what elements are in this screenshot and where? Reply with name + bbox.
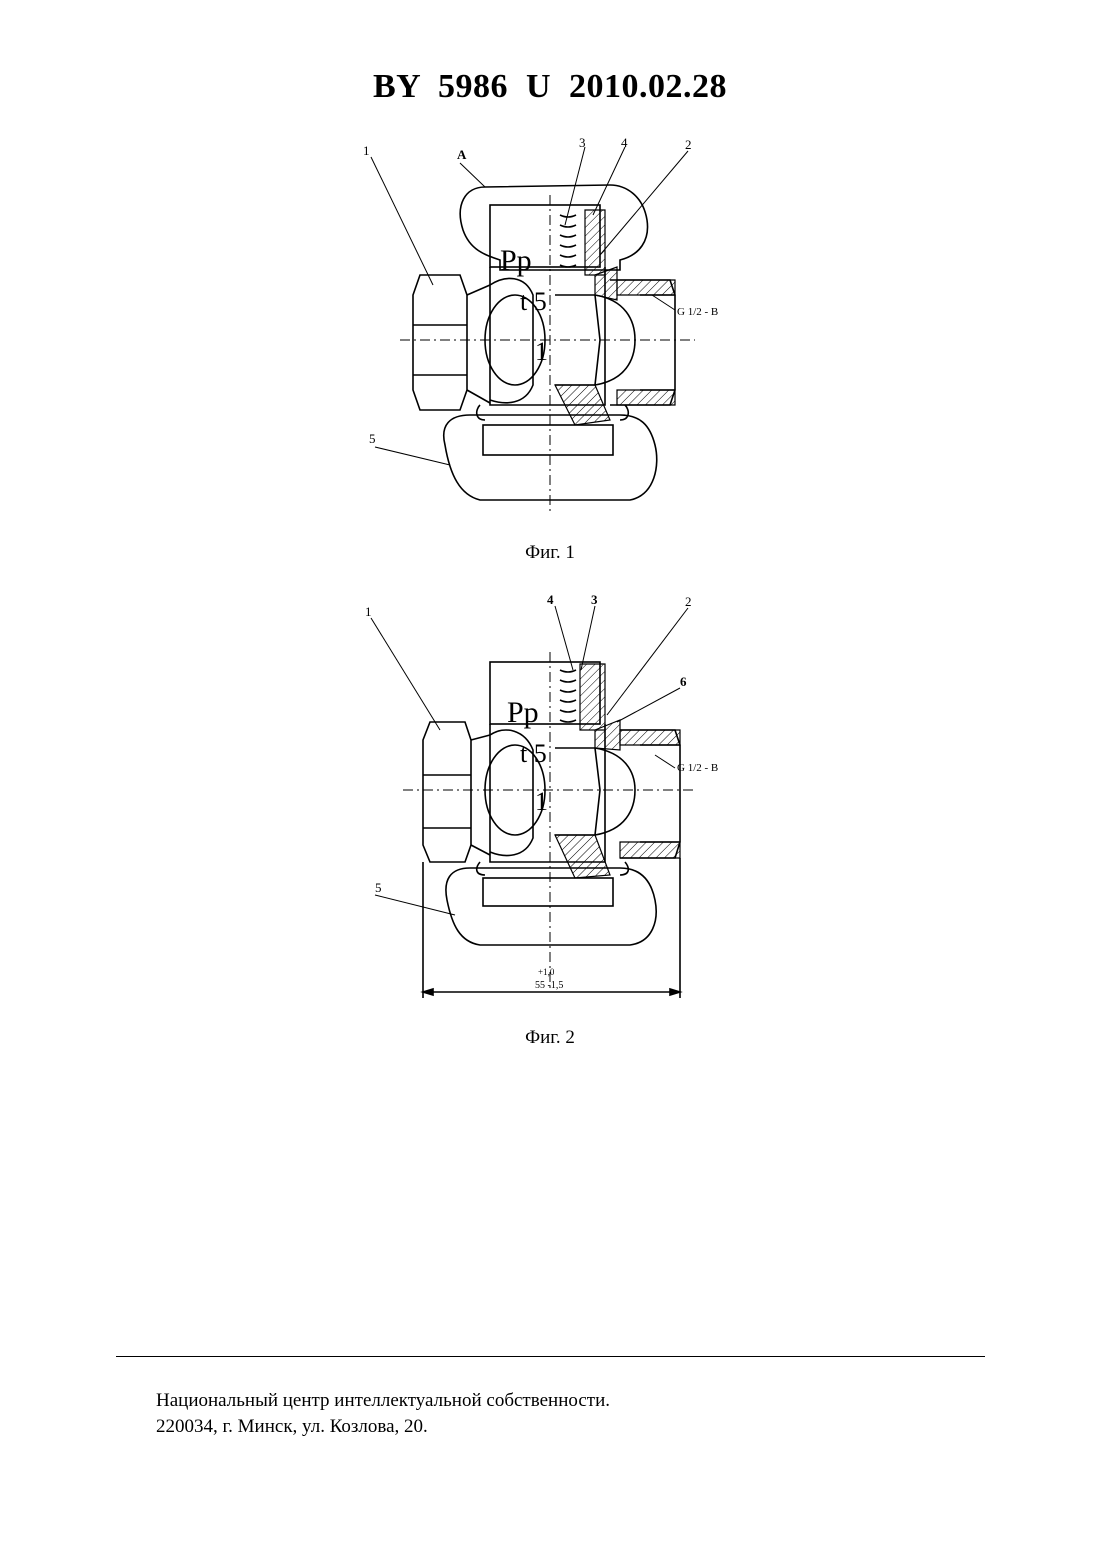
footer-line-1: Национальный центр интеллектуальной собс…	[156, 1388, 610, 1414]
fig2-label-1: 1	[365, 604, 372, 619]
fig1-label-1: 1	[363, 143, 370, 158]
fig1-label-2: 2	[685, 137, 692, 152]
fig2-label-4: 4	[547, 592, 554, 607]
figure-2: Pp t 5 1 1 4 3 2 6 5 G 1/2 - B +1,0 55 -…	[355, 590, 755, 1000]
fig2-dim-tol: +1,0	[538, 967, 555, 977]
fig1-label-5: 5	[369, 431, 376, 446]
fig1-body-pp: Pp	[500, 244, 532, 277]
figure-2-drawing: Pp t 5 1 1 4 3 2 6 5 G 1/2 - B +1,0 55 -…	[355, 590, 755, 1000]
document-header: BY 5986 U 2010.02.28	[0, 68, 1100, 106]
footer-line-2: 220034, г. Минск, ул. Козлова, 20.	[156, 1414, 610, 1440]
figure-2-caption: Фиг. 2	[0, 1027, 1100, 1049]
footer: Национальный центр интеллектуальной собс…	[156, 1388, 610, 1440]
fig1-label-4: 4	[621, 135, 628, 150]
fig2-label-3: 3	[591, 592, 598, 607]
fig1-label-a: А	[457, 147, 467, 162]
fig2-label-thread: G 1/2 - B	[677, 762, 718, 774]
figure-1-drawing: Pp t 5 1 1 А 3 4 2 5 G 1/2 - B	[355, 135, 755, 520]
fig1-body-t: t 5	[520, 287, 547, 316]
fig2-label-5: 5	[375, 880, 382, 895]
fig2-body-t: t 5	[520, 739, 547, 768]
footer-divider	[116, 1356, 985, 1357]
figure-1-caption: Фиг. 1	[0, 542, 1100, 564]
fig1-label-thread: G 1/2 - B	[677, 306, 718, 318]
fig2-body-pp: Pp	[507, 696, 539, 729]
fig1-body-one: 1	[535, 337, 548, 366]
fig2-dim-value: 55 -1,5	[535, 980, 563, 991]
fig1-label-3: 3	[579, 135, 586, 150]
fig2-label-6: 6	[680, 674, 687, 689]
fig2-body-one: 1	[535, 787, 548, 816]
figure-1: Pp t 5 1 1 А 3 4 2 5 G 1/2 - B	[355, 135, 755, 520]
fig2-label-2: 2	[685, 594, 692, 609]
